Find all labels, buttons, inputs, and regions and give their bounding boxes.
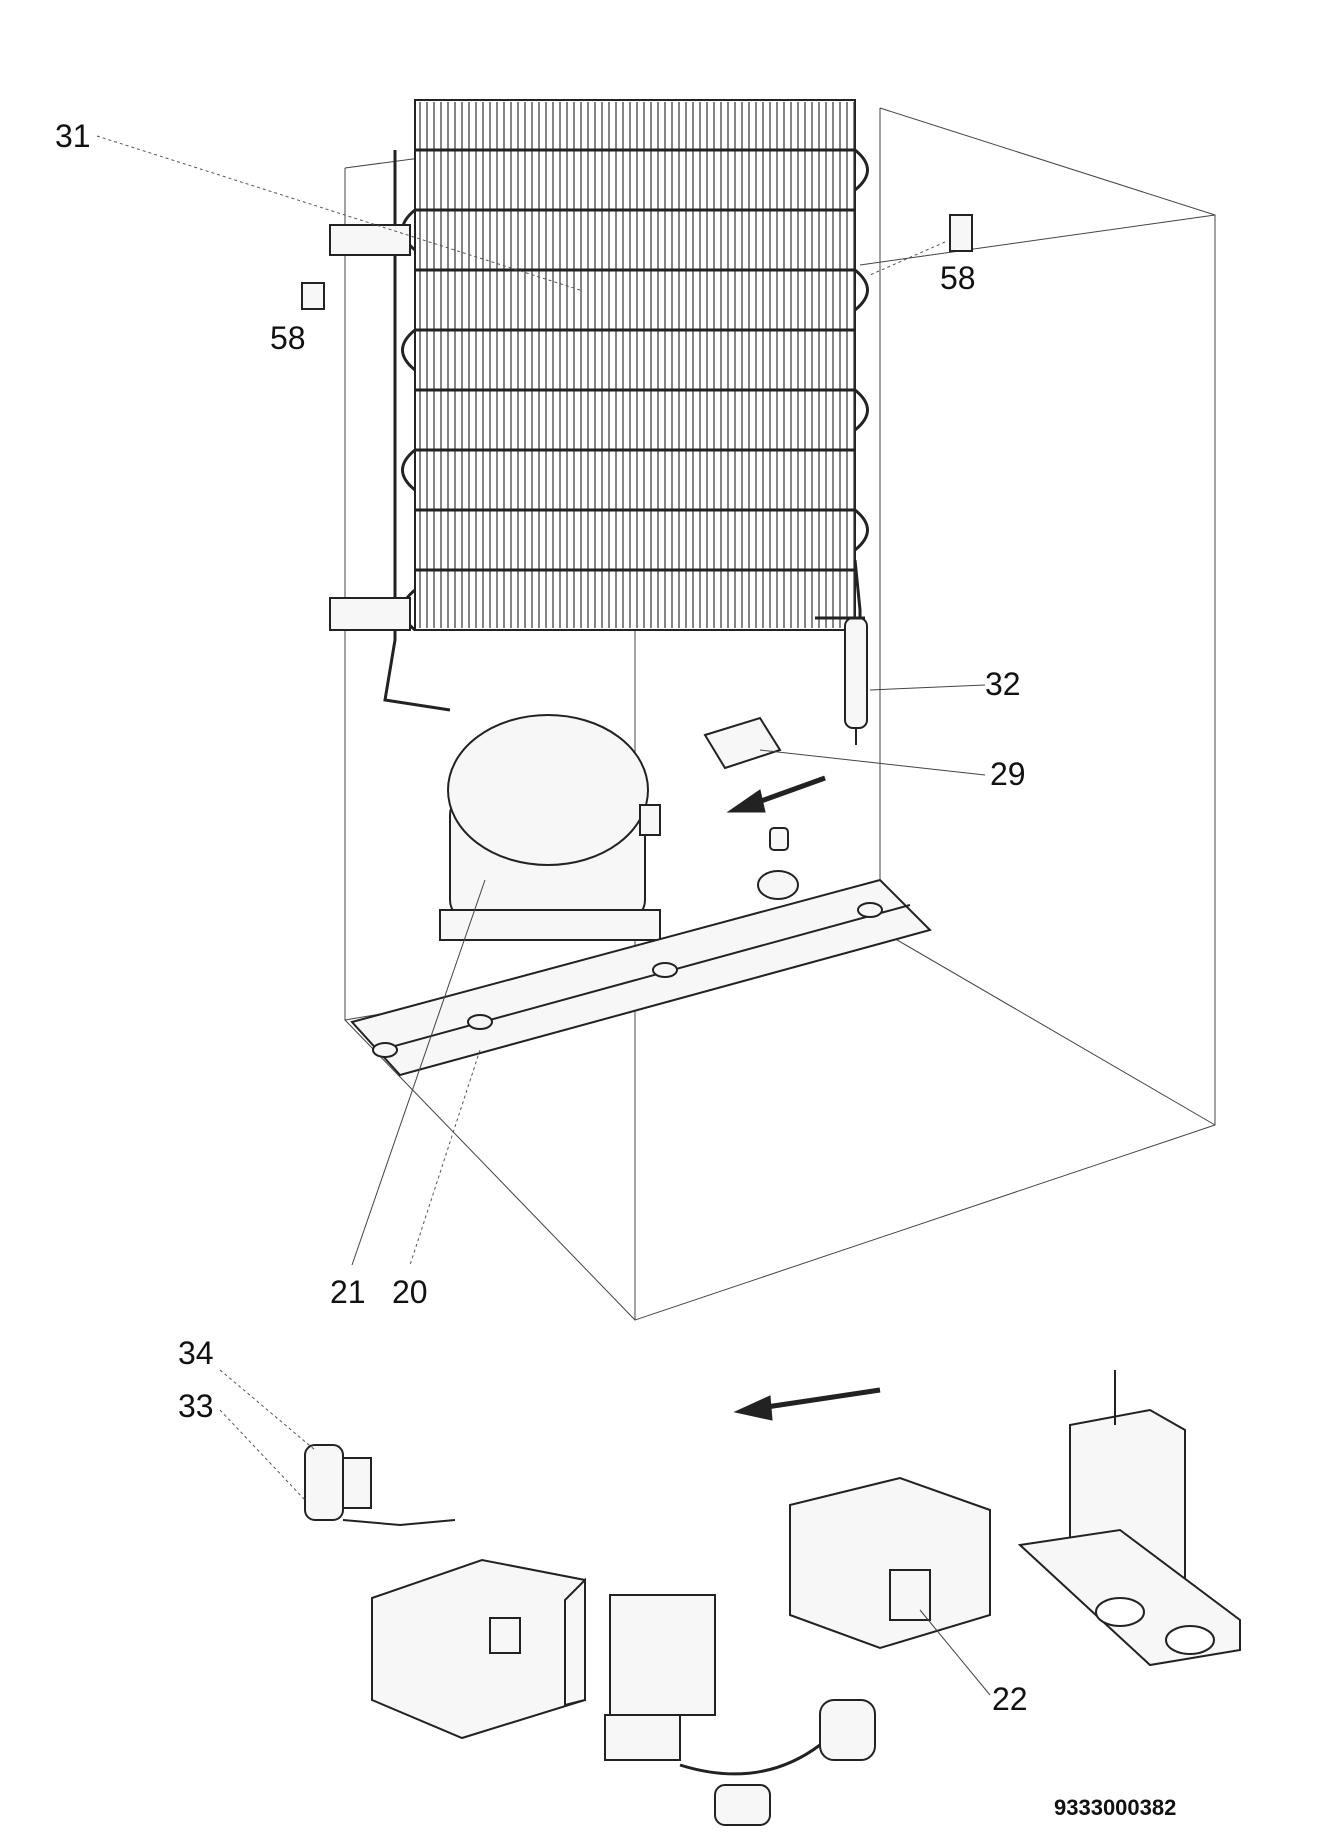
callout-22: 22 [992,1681,1028,1717]
direction-arrow-upper [726,775,826,813]
compressor [439,714,661,941]
callout-21: 21 [330,1274,366,1310]
callout-34: 34 [178,1335,214,1371]
filter-drier [815,616,868,745]
callout-58-right: 58 [940,260,976,296]
callout-58-left: 58 [270,320,306,356]
callout-31: 31 [55,118,91,154]
grommet [757,827,799,900]
bracket-lower-left [329,597,411,631]
base-rail [350,878,932,1077]
mounting-bracket-right [1017,1370,1241,1667]
callout-32: 32 [985,666,1021,702]
relay-cover [371,1558,586,1740]
capacitor-assembly [304,1444,456,1527]
starter-relay [604,1594,876,1826]
document-number: 9333000382 [1054,1795,1177,1820]
callout-33: 33 [178,1388,214,1424]
callout-29: 29 [990,756,1026,792]
thermal-protector [789,1476,991,1650]
condenser-coil [383,99,869,712]
callout-20: 20 [392,1274,428,1310]
clip-58-left [301,224,411,310]
leader-lines [96,135,991,1696]
mounting-plate [703,716,782,770]
direction-arrow-lower [733,1387,881,1421]
clip-58-right [949,214,973,252]
